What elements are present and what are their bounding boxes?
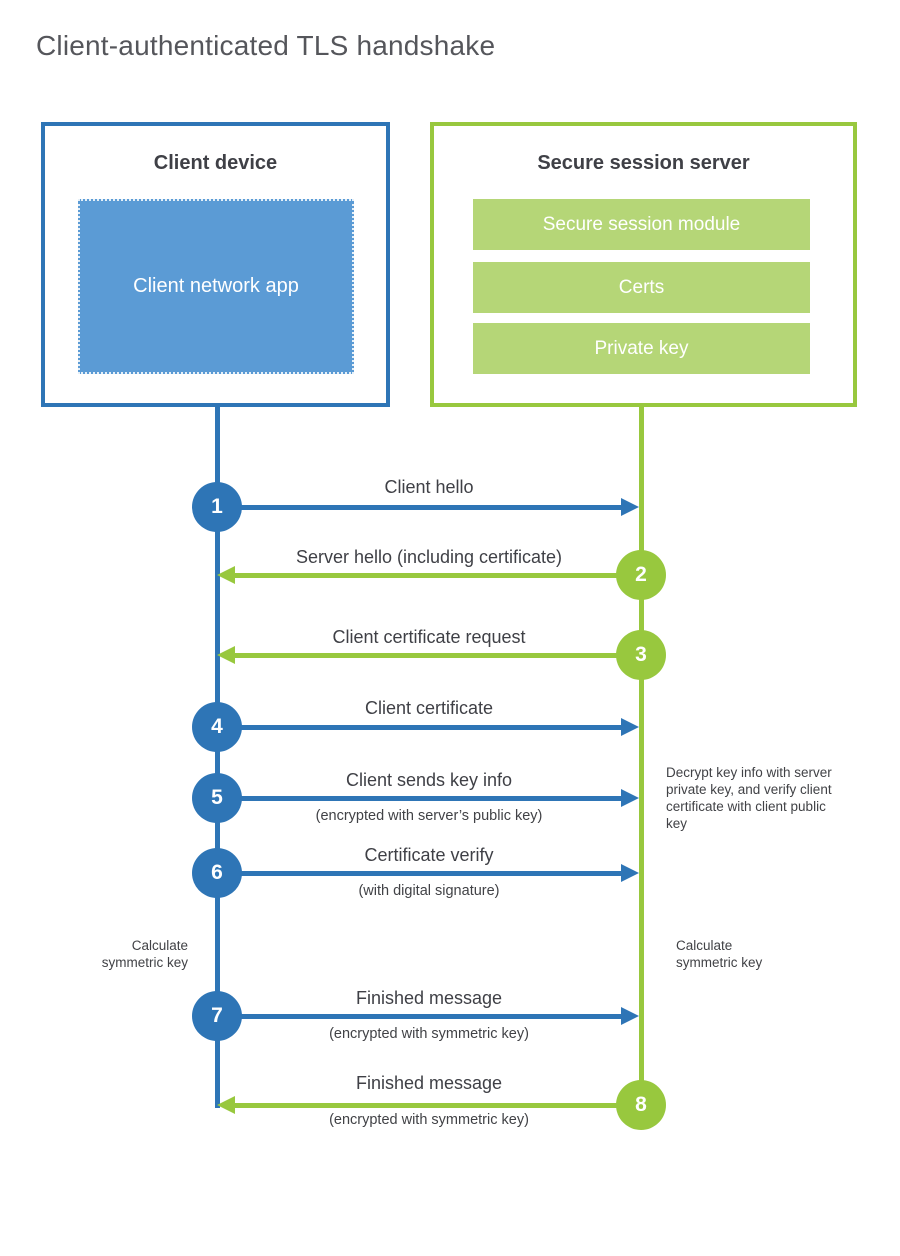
message-sublabel-8: (encrypted with symmetric key) [329,1112,529,1128]
arrow-line [217,725,623,730]
client-lifeline [215,407,220,1108]
note-calculate-symmetric-key-server: Calculate symmetric key [676,938,763,970]
step-badge-6: 6 [192,848,242,898]
server-module-certs: Certs [473,262,810,313]
message-label-3: Client certificate request [332,627,526,647]
page-title: Client-authenticated TLS handshake [36,30,496,61]
arrow-line [235,1103,641,1108]
arrow-line [235,653,641,658]
server-module-private-key: Private key [473,323,810,374]
message-label-5: Client sends key info [345,770,513,790]
step-badge-1: 1 [192,482,242,532]
message-label-6: Certificate verify [364,845,494,865]
server-module-label: Secure session module [542,213,741,235]
server-module-secure-session: Secure session module [473,199,810,250]
arrow-right-icon [621,718,639,736]
client-device-title: Client device [153,152,278,174]
step-badge-4: 4 [192,702,242,752]
message-label-2: Server hello (including certificate) [295,547,563,567]
arrow-right-icon [621,1007,639,1025]
server-lifeline [639,407,644,1108]
arrow-left-icon [217,566,235,584]
message-sublabel-7: (encrypted with symmetric key) [329,1026,529,1042]
note-calculate-symmetric-key-client: Calculate symmetric key [101,938,188,970]
arrow-line [217,871,623,876]
arrow-line [235,573,641,578]
arrow-left-icon [217,1096,235,1114]
message-label-8: Finished message [355,1073,503,1093]
arrow-right-icon [621,789,639,807]
step-badge-5: 5 [192,773,242,823]
arrow-left-icon [217,646,235,664]
arrow-right-icon [621,498,639,516]
arrow-line [217,1014,623,1019]
message-label-7: Finished message [355,988,503,1008]
secure-session-server-title: Secure session server [537,152,750,174]
arrow-line [217,505,623,510]
arrow-line [217,796,623,801]
step-badge-8: 8 [616,1080,666,1130]
arrow-right-icon [621,864,639,882]
step-badge-3: 3 [616,630,666,680]
message-label-1: Client hello [384,477,474,497]
step-badge-2: 2 [616,550,666,600]
step-badge-7: 7 [192,991,242,1041]
server-module-label: Private key [594,337,689,359]
client-network-app-label: Client network app [133,275,299,297]
client-network-app-box: Client network app [78,199,354,374]
message-sublabel-5: (encrypted with server’s public key) [315,808,543,824]
server-module-label: Certs [618,276,665,298]
message-sublabel-6: (with digital signature) [358,883,500,899]
message-label-4: Client certificate [364,698,494,718]
note-decrypt-key-info: Decrypt key info with server private key… [666,765,832,831]
